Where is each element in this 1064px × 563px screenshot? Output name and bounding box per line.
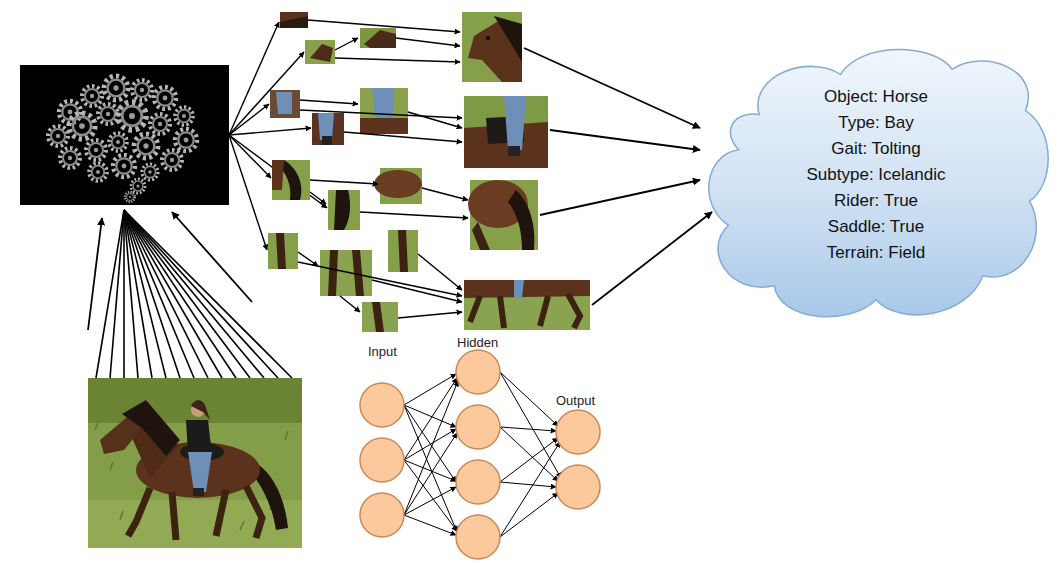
combine-arrows — [298, 20, 468, 318]
attribute-line: Object: Horse — [824, 84, 928, 110]
cloud-box: Object: HorseType: BayGait: ToltingSubty… — [698, 34, 1054, 326]
output-arrows — [524, 48, 712, 305]
attribute-line: Type: Bay — [838, 110, 914, 136]
part-crops — [462, 12, 590, 330]
attribute-line: Saddle: True — [828, 214, 924, 240]
gear-brain — [20, 65, 229, 205]
neural-net — [360, 350, 600, 559]
horse-photo — [88, 378, 302, 548]
feedback-arrow — [172, 212, 252, 302]
layer-label: Input — [368, 344, 397, 360]
attribute-line: Terrain: Field — [827, 240, 925, 266]
attribute-line: Rider: True — [834, 188, 918, 214]
layer-label: Hidden — [457, 335, 498, 351]
attribute-line: Subtype: Icelandic — [807, 162, 946, 188]
layer-label: Output — [556, 393, 595, 409]
feedback-arrow — [88, 218, 102, 330]
attribute-line: Gait: Tolting — [831, 136, 920, 162]
